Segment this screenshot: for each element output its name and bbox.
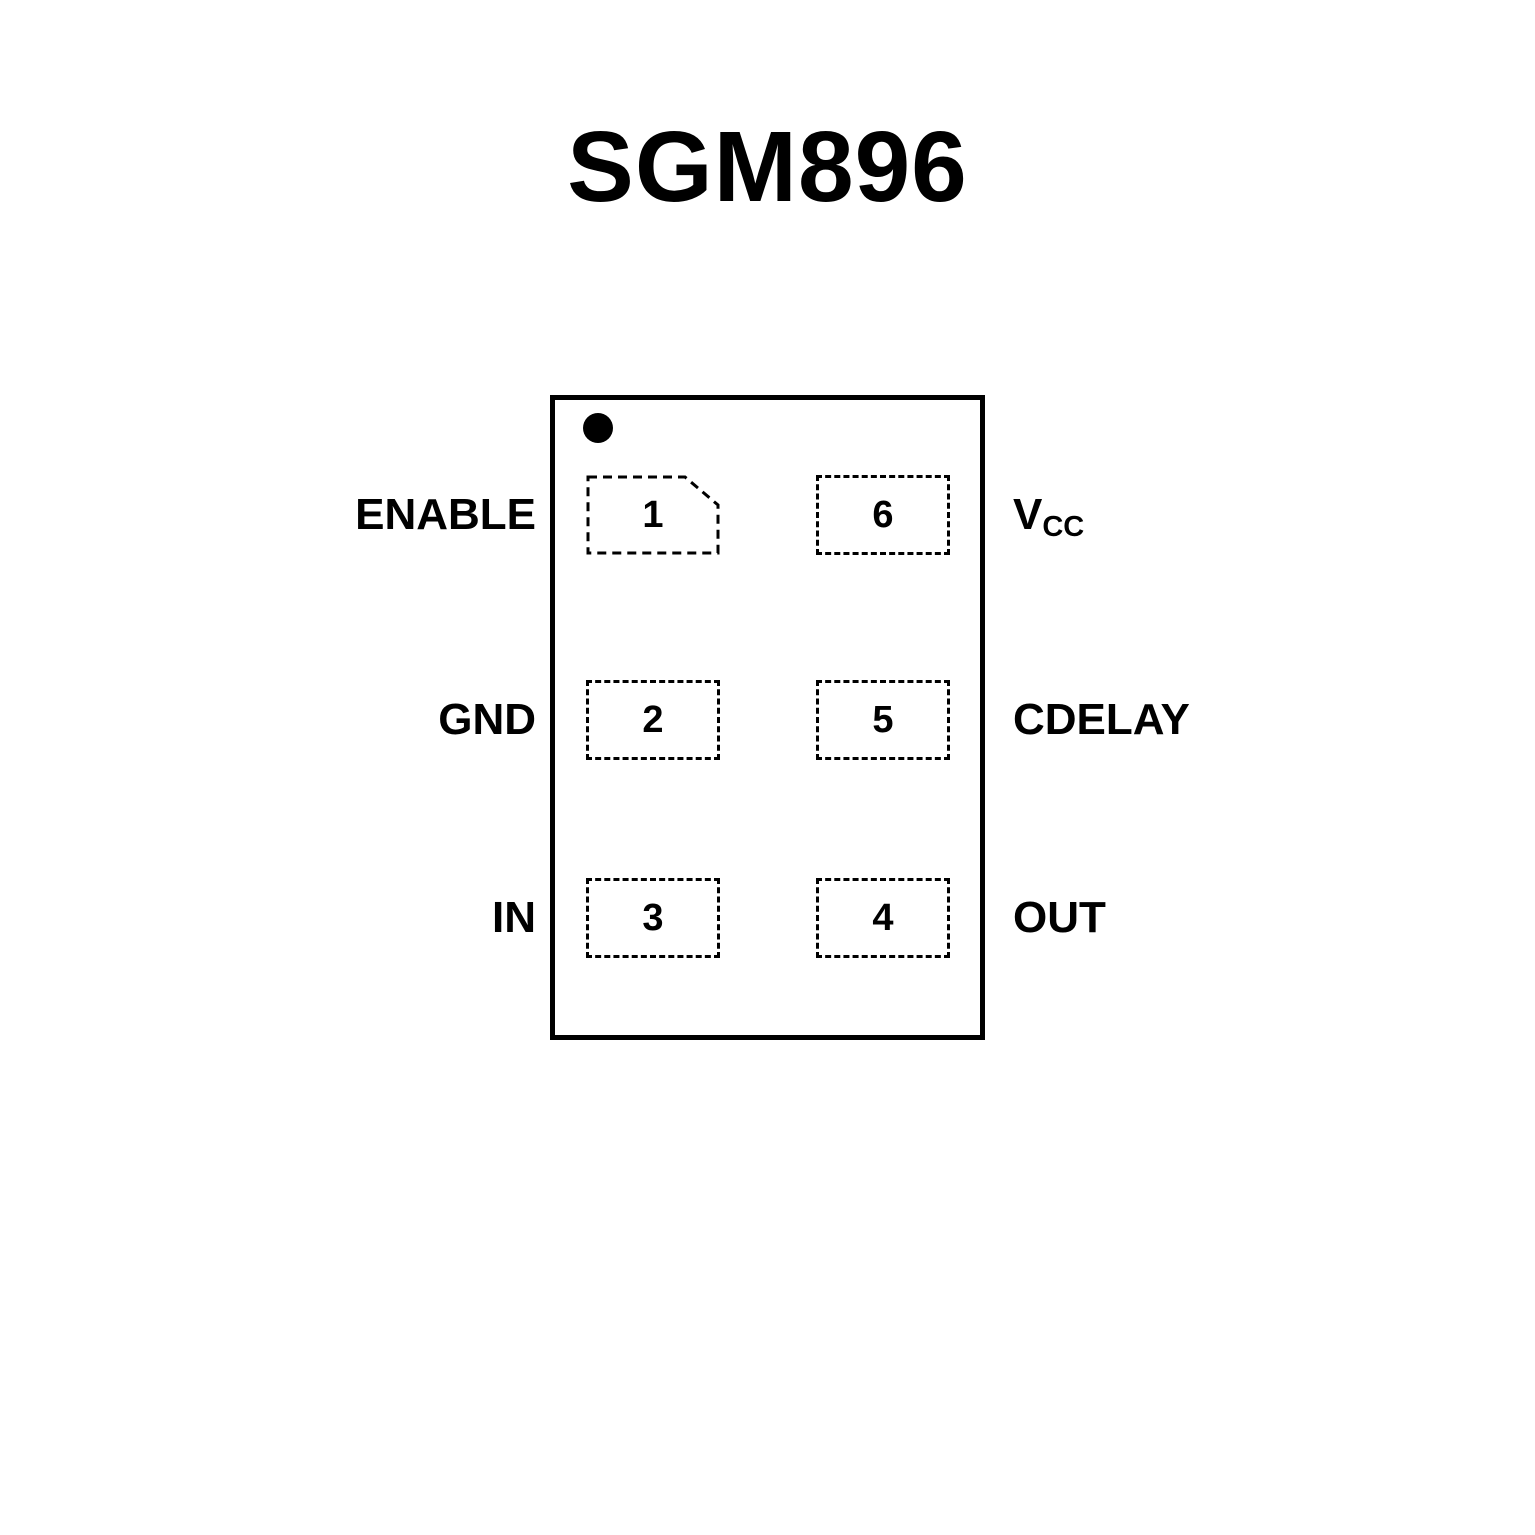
pin-label-vcc: VCC (1013, 490, 1084, 552)
pin-label-out: OUT (1013, 893, 1106, 942)
pin-number-6: 6 (872, 493, 894, 536)
pin-number-5: 5 (872, 698, 894, 741)
pin-number-4: 4 (872, 896, 894, 939)
pin-pad-5: 5 (816, 680, 950, 760)
pin-pad-3: 3 (586, 878, 720, 958)
pin-label-cdelay: CDELAY (1013, 695, 1190, 744)
pin-pad-4: 4 (816, 878, 950, 958)
pin-label-vcc-main: V (1013, 490, 1043, 539)
pin1-indicator-dot (583, 413, 613, 443)
pin-label-in: IN (492, 893, 536, 942)
pin-pad-6: 6 (816, 475, 950, 555)
pin-pad-2: 2 (586, 680, 720, 760)
pin-label-enable: ENABLE (355, 490, 536, 539)
pin-pad-1: 1 (586, 475, 720, 555)
pin-number-2: 2 (642, 698, 664, 741)
pin-number-3: 3 (642, 896, 664, 939)
package-outline: 1 6 2 5 3 4 (550, 395, 985, 1040)
pin-number-1: 1 (642, 493, 664, 536)
pin-label-vcc-subscript: CC (1042, 511, 1085, 543)
pin1-chamfer-outline (586, 475, 720, 555)
pin-label-gnd: GND (438, 695, 536, 744)
chip-title: SGM896 (567, 111, 968, 223)
